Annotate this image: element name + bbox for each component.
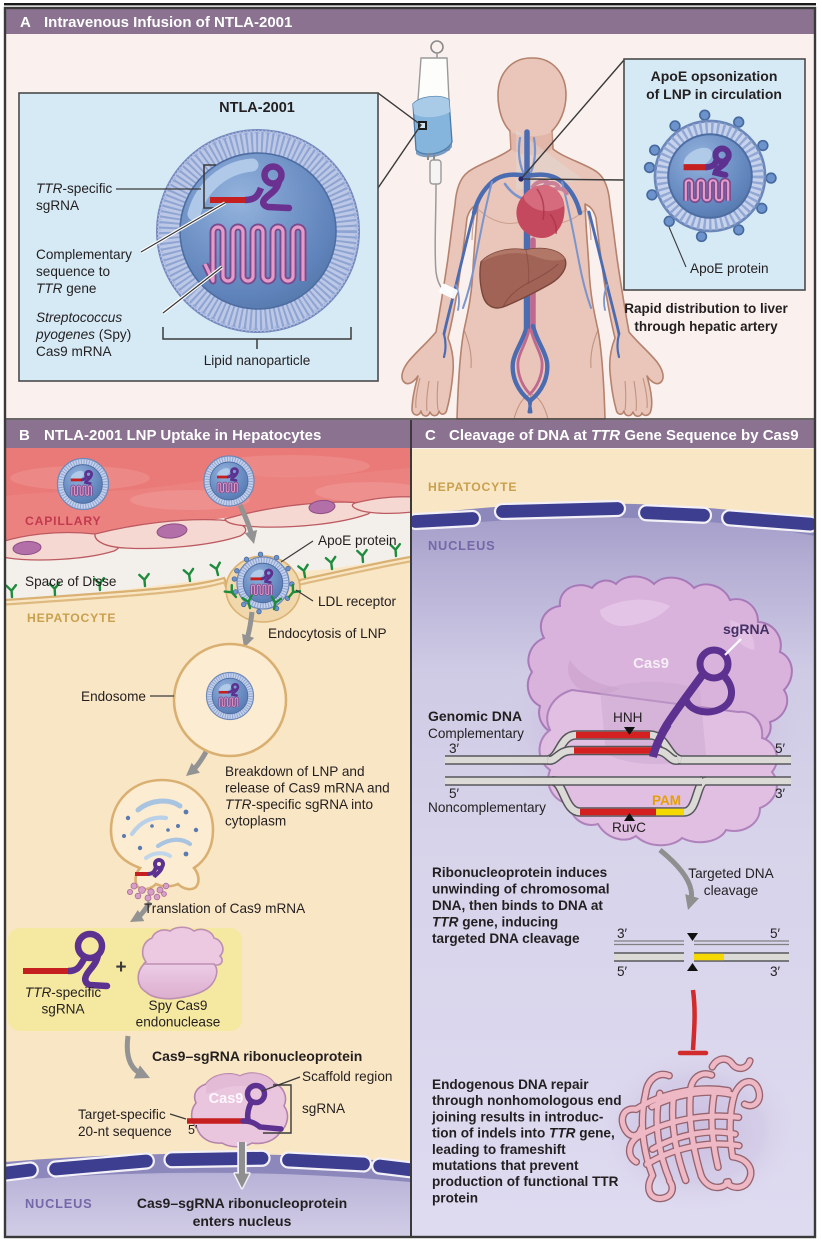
svg-text:through nonhomologous end: through nonhomologous end (432, 1093, 622, 1108)
svg-text:TTR gene, inducing: TTR gene, inducing (432, 915, 558, 930)
svg-text:Noncomplementary: Noncomplementary (428, 800, 546, 815)
svg-text:endonuclease: endonuclease (136, 1015, 221, 1030)
svg-text:of LNP in circulation: of LNP in circulation (646, 86, 782, 102)
svg-text:through hepatic artery: through hepatic artery (634, 319, 778, 334)
svg-text:DNA, then binds to DNA at: DNA, then binds to DNA at (432, 898, 603, 913)
svg-text:sgRNA: sgRNA (41, 1002, 85, 1017)
svg-text:CAPILLARY: CAPILLARY (25, 514, 102, 528)
svg-text:ApoE protein: ApoE protein (690, 261, 769, 276)
svg-text:Rapid distribution to liver: Rapid distribution to liver (624, 301, 788, 316)
svg-text:HEPATOCYTE: HEPATOCYTE (27, 611, 116, 625)
svg-text:Cleavage of DNA at TTR Gene Se: Cleavage of DNA at TTR Gene Sequence by … (449, 427, 799, 444)
svg-text:LDL receptor: LDL receptor (318, 594, 397, 609)
svg-text:sgRNA: sgRNA (723, 621, 770, 637)
svg-text:cytoplasm: cytoplasm (225, 814, 286, 829)
svg-text:C: C (425, 427, 436, 444)
svg-text:TTR-specific: TTR-specific (36, 181, 112, 196)
svg-text:HEPATOCYTE: HEPATOCYTE (428, 480, 517, 494)
svg-text:+: + (115, 957, 126, 978)
svg-text:5′: 5′ (770, 926, 781, 941)
svg-text:Space of Disse: Space of Disse (25, 574, 116, 589)
svg-text:release of Cas9 mRNA and: release of Cas9 mRNA and (225, 781, 390, 796)
svg-text:Cas9: Cas9 (209, 1091, 244, 1107)
svg-text:NUCLEUS: NUCLEUS (428, 538, 495, 553)
svg-text:Intravenous Infusion of NTLA-2: Intravenous Infusion of NTLA-2001 (44, 14, 292, 31)
svg-text:Endosome: Endosome (81, 689, 146, 704)
svg-text:A: A (20, 14, 31, 31)
svg-text:3′: 3′ (775, 786, 786, 801)
svg-text:20-nt sequence: 20-nt sequence (78, 1124, 172, 1139)
svg-text:Genomic DNA: Genomic DNA (428, 708, 522, 724)
svg-text:Targeted DNA: Targeted DNA (688, 866, 774, 881)
svg-text:RuvC: RuvC (612, 820, 646, 835)
svg-text:HNH: HNH (613, 710, 642, 725)
svg-text:sgRNA: sgRNA (36, 198, 80, 213)
svg-text:Spy Cas9: Spy Cas9 (149, 998, 208, 1013)
svg-text:5′: 5′ (188, 1123, 198, 1137)
svg-text:Translation of Cas9 mRNA: Translation of Cas9 mRNA (144, 901, 306, 916)
svg-text:TTR gene: TTR gene (36, 281, 96, 296)
svg-text:TTR-specific: TTR-specific (25, 985, 101, 1000)
svg-text:enters nucleus: enters nucleus (193, 1213, 292, 1229)
svg-text:5′: 5′ (617, 964, 628, 979)
svg-text:Cas9–sgRNA ribonucleoprotein: Cas9–sgRNA ribonucleoprotein (152, 1048, 362, 1064)
svg-text:5′: 5′ (775, 741, 786, 756)
svg-text:3′: 3′ (617, 926, 628, 941)
svg-text:Cas9: Cas9 (633, 655, 669, 672)
svg-text:Streptococcus: Streptococcus (36, 310, 122, 325)
svg-text:Cas9 mRNA: Cas9 mRNA (36, 344, 112, 359)
svg-text:protein: protein (432, 1190, 478, 1205)
svg-text:sequence to: sequence to (36, 264, 110, 279)
svg-text:Breakdown of LNP and: Breakdown of LNP and (225, 764, 365, 779)
svg-text:Endocytosis of LNP: Endocytosis of LNP (268, 626, 387, 641)
svg-text:sgRNA: sgRNA (302, 1101, 346, 1116)
svg-text:ApoE protein: ApoE protein (318, 533, 397, 548)
svg-text:joining results in introduc-: joining results in introduc- (431, 1109, 603, 1124)
svg-text:NTLA-2001 LNP Uptake in Hepato: NTLA-2001 LNP Uptake in Hepatocytes (44, 427, 321, 444)
svg-text:targeted DNA cleavage: targeted DNA cleavage (432, 931, 580, 946)
svg-text:TTR-specific sgRNA into: TTR-specific sgRNA into (225, 797, 373, 812)
svg-text:Target-specific: Target-specific (78, 1107, 166, 1122)
svg-text:leading to frameshift: leading to frameshift (432, 1142, 566, 1157)
svg-text:3′: 3′ (770, 964, 781, 979)
svg-text:5′: 5′ (449, 786, 460, 801)
svg-text:3′: 3′ (449, 741, 460, 756)
svg-text:pyogenes (Spy): pyogenes (Spy) (35, 327, 131, 342)
svg-text:NTLA-2001: NTLA-2001 (219, 100, 295, 116)
svg-text:unwinding of chromosomal: unwinding of chromosomal (432, 882, 609, 897)
svg-text:cleavage: cleavage (704, 883, 758, 898)
svg-text:Endogenous DNA repair: Endogenous DNA repair (432, 1077, 589, 1092)
svg-text:NUCLEUS: NUCLEUS (25, 1196, 92, 1211)
svg-text:Complementary: Complementary (428, 726, 524, 741)
svg-text:mutations that prevent: mutations that prevent (432, 1158, 579, 1173)
svg-text:ApoE opsonization: ApoE opsonization (651, 68, 778, 84)
svg-text:B: B (19, 427, 30, 444)
svg-text:tion of indels into TTR gene,: tion of indels into TTR gene, (432, 1126, 615, 1141)
svg-text:Complementary: Complementary (36, 247, 132, 262)
svg-text:Scaffold region: Scaffold region (302, 1069, 392, 1084)
svg-text:Lipid nanoparticle: Lipid nanoparticle (204, 353, 311, 368)
svg-text:Ribonucleoprotein induces: Ribonucleoprotein induces (432, 865, 607, 880)
svg-text:PAM: PAM (652, 793, 681, 808)
svg-text:Cas9–sgRNA ribonucleoprotein: Cas9–sgRNA ribonucleoprotein (137, 1195, 347, 1211)
svg-text:production of functional TTR: production of functional TTR (432, 1174, 619, 1189)
